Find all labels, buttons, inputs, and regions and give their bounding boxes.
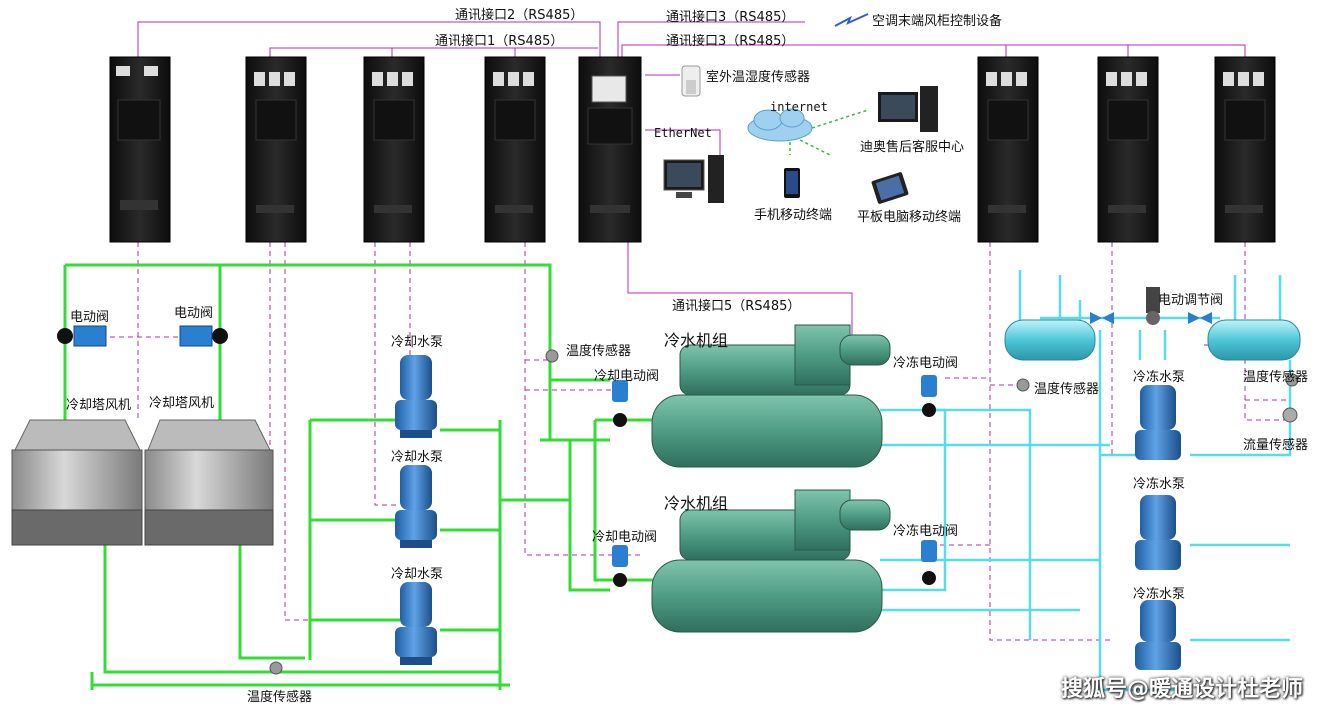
cooling-pump-1-icon bbox=[395, 355, 437, 438]
chilled-pump-3-icon bbox=[1135, 600, 1181, 670]
chilled-pump-1-icon bbox=[1135, 385, 1181, 460]
chiller-1-label: 冷水机组 bbox=[664, 331, 729, 350]
valve-left-label: 电动阀 bbox=[70, 310, 110, 325]
signal-lines bbox=[137, 21, 1246, 340]
pc-icon bbox=[663, 155, 724, 203]
chilled-pump-2-icon bbox=[1135, 495, 1181, 570]
wireless-signal-icon bbox=[834, 13, 869, 27]
chilled-valve-2-icon bbox=[921, 540, 937, 585]
chiller-unit-1 bbox=[651, 324, 891, 468]
temp-sensor-cooling-label: 温度传感器 bbox=[566, 344, 632, 359]
comm-interface-2-label: 通讯接口2（RS485） bbox=[455, 8, 584, 23]
comm-interface-3-mid-label: 通讯接口3（RS485） bbox=[666, 34, 795, 49]
chiller-2-label: 冷水机组 bbox=[664, 494, 729, 513]
valve-right-label: 电动阀 bbox=[174, 306, 214, 321]
water-header-left bbox=[1004, 319, 1096, 361]
comm-interface-5-label: 通讯接口5（RS485） bbox=[672, 299, 801, 314]
cooling-pump-3-label: 冷却水泵 bbox=[391, 567, 444, 582]
tower-fan-2-label: 冷却塔风机 bbox=[149, 396, 215, 411]
cooling-tower-1 bbox=[11, 419, 143, 546]
control-cabinet-6 bbox=[1097, 56, 1159, 243]
temp-sensor-bottom-label: 温度传感器 bbox=[247, 690, 313, 705]
regulating-valve-label: 电动调节阀 bbox=[1158, 293, 1224, 308]
comm-interface-1-label: 通讯接口1（RS485） bbox=[435, 34, 564, 49]
cooling-valve-2-icon bbox=[612, 545, 628, 587]
cooling-pump-3-icon bbox=[395, 582, 437, 665]
temp-sensor-bottom-icon bbox=[269, 661, 283, 675]
cooling-valve-2-label: 冷却电动阀 bbox=[592, 530, 658, 545]
control-cabinet-4 bbox=[484, 56, 546, 243]
cooling-valve-1-icon bbox=[612, 380, 628, 427]
chilled-pump-2-label: 冷冻水泵 bbox=[1133, 477, 1186, 492]
regulating-valve-icon bbox=[1146, 287, 1160, 325]
outdoor-sensor-icon bbox=[681, 65, 701, 97]
chilled-valve-1-icon bbox=[921, 375, 937, 417]
cooling-tower-2 bbox=[144, 419, 274, 546]
control-cabinet-1 bbox=[109, 56, 171, 243]
chilled-pump-3-label: 冷冻水泵 bbox=[1133, 587, 1186, 602]
mobile-phone-icon bbox=[784, 168, 800, 198]
comm-interface-3-top-label: 通讯接口3（RS485） bbox=[666, 10, 795, 25]
cloud-icon bbox=[747, 108, 813, 142]
flow-sensor-icon bbox=[1282, 407, 1298, 423]
flow-sensor-label: 流量传感器 bbox=[1243, 438, 1309, 453]
temp-sensor-chilled-label: 温度传感器 bbox=[1034, 382, 1100, 397]
chilled-valve-2-label: 冷冻电动阀 bbox=[893, 524, 959, 539]
cooling-pump-2-icon bbox=[395, 465, 437, 548]
service-center-label: 迪奥售后客服中心 bbox=[860, 140, 965, 155]
cooling-pump-1-label: 冷却水泵 bbox=[391, 335, 444, 350]
control-cabinet-5 bbox=[977, 56, 1039, 243]
water-header-right bbox=[1207, 319, 1301, 361]
mobile-terminal-label: 手机移动终端 bbox=[754, 208, 833, 223]
control-cabinet-2 bbox=[245, 56, 307, 243]
service-center-pc-icon bbox=[878, 86, 938, 132]
chilled-pump-1-label: 冷冻水泵 bbox=[1133, 370, 1186, 385]
ethernet-label: EtherNet bbox=[654, 126, 712, 140]
internet-label: internet bbox=[770, 100, 828, 114]
cooling-water-pipes bbox=[63, 263, 660, 690]
electric-valve-right-icon bbox=[179, 325, 228, 347]
temp-sensor-right-label: 温度传感器 bbox=[1243, 370, 1309, 385]
watermark: 搜狐号@暖通设计杜老师 bbox=[1060, 677, 1303, 702]
chiller-unit-2 bbox=[651, 489, 891, 633]
bypass-valve-icons bbox=[1090, 312, 1212, 324]
temp-sensor-cooling-icon bbox=[545, 349, 559, 363]
cooling-valve-1-label: 冷却电动阀 bbox=[594, 369, 660, 384]
ac-terminal-label: 空调末端风柜控制设备 bbox=[872, 14, 1003, 29]
tower-fan-1-label: 冷却塔风机 bbox=[66, 398, 132, 413]
control-cabinet-3 bbox=[363, 56, 425, 243]
network-links bbox=[789, 109, 869, 156]
temp-sensor-chilled-icon bbox=[1016, 378, 1030, 392]
cooling-pump-2-label: 冷却水泵 bbox=[391, 450, 444, 465]
tablet-terminal-label: 平板电脑移动终端 bbox=[857, 210, 962, 225]
chilled-water-pipes bbox=[880, 270, 1292, 692]
control-cabinet-7 bbox=[1214, 56, 1276, 243]
tablet-icon bbox=[871, 172, 909, 204]
electric-valve-left-icon bbox=[57, 325, 107, 347]
control-cabinets bbox=[109, 56, 1276, 243]
chilled-valve-1-label: 冷冻电动阀 bbox=[893, 356, 959, 371]
temp-sensor-right-icon bbox=[1285, 373, 1299, 387]
main-controller-cabinet bbox=[578, 56, 642, 243]
outdoor-sensor-label: 室外温湿度传感器 bbox=[706, 70, 811, 85]
